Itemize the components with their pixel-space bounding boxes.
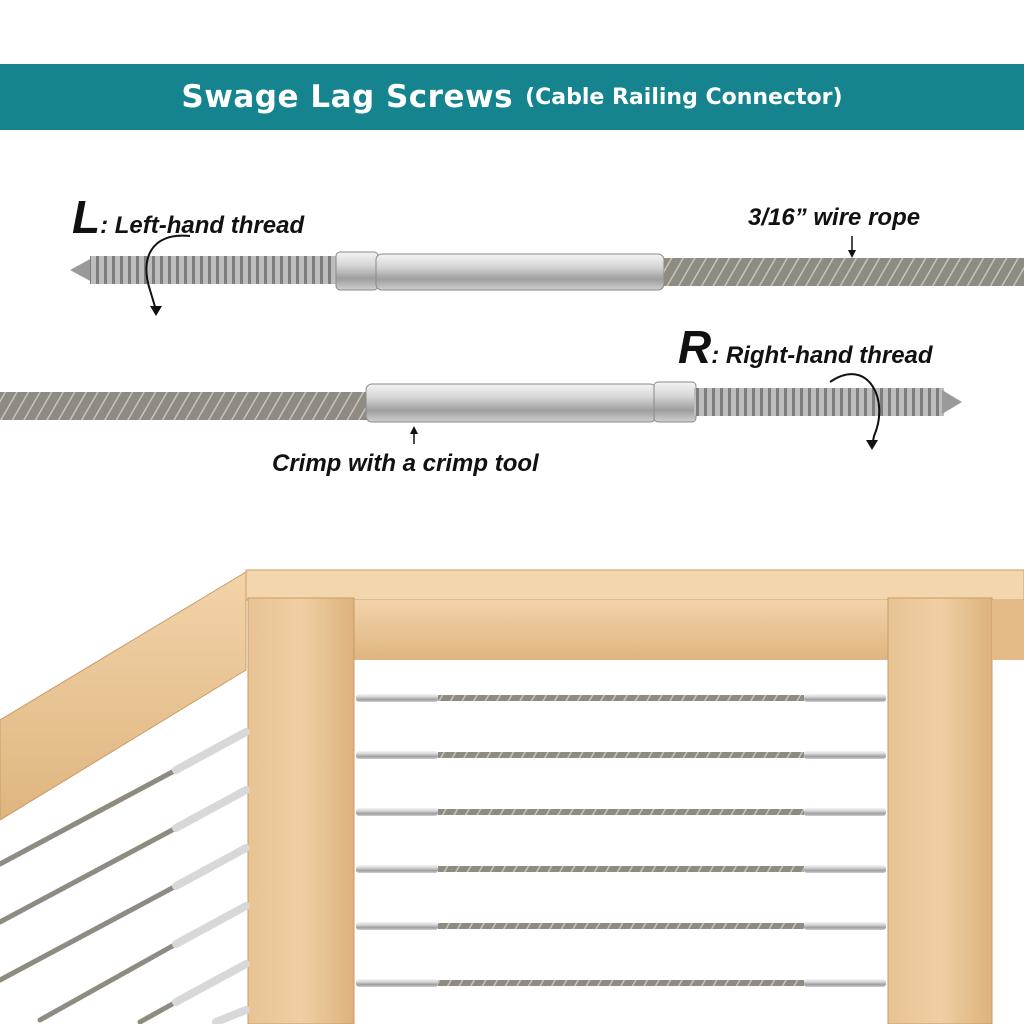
wire-rope-label: 3/16” wire rope (748, 204, 921, 231)
cable-row (356, 751, 886, 759)
left-hand-text: : Left-hand thread (100, 212, 305, 239)
screw-thread-right (694, 388, 944, 416)
rotation-arrow-left (145, 234, 191, 311)
cable-row (356, 922, 886, 930)
left-hand-swage-assembly (70, 234, 1024, 316)
rail-extension (992, 600, 1024, 660)
banner-title: Swage Lag Screws (181, 79, 514, 115)
right-hand-text: : Right-hand thread (711, 342, 933, 369)
swage-body-left (375, 253, 665, 291)
crimp-label: Crimp with a crimp tool (272, 450, 539, 477)
right-hand-label: R: Right-hand thread (678, 320, 933, 374)
cable-railing-scene (0, 569, 1024, 1024)
swage-body-right (365, 383, 657, 423)
wire-rope-bottom (0, 392, 370, 420)
hex-nut-left (335, 251, 379, 291)
right-hand-swage-assembly (0, 373, 962, 450)
left-letter: L (72, 191, 101, 243)
cable-row (356, 865, 886, 873)
top-rail (245, 569, 1024, 601)
cable-row (356, 979, 886, 987)
right-letter: R (678, 321, 712, 373)
rotation-arrow-right (829, 373, 881, 447)
hex-nut-right (653, 381, 697, 423)
left-hand-label: L: Left-hand thread (72, 190, 304, 244)
screw-tip-left (70, 258, 92, 282)
stair-handrail (0, 571, 247, 821)
screw-thread-left (90, 256, 340, 284)
wire-rope-top (664, 258, 1024, 286)
horizontal-cables (356, 694, 886, 987)
cable-row (356, 694, 886, 702)
cable-row (356, 808, 886, 816)
title-banner: Swage Lag Screws (Cable Railing Connecto… (0, 64, 1024, 130)
post-right (887, 597, 993, 1024)
screw-tip-right (942, 390, 962, 414)
post-left (247, 597, 355, 1024)
stair-cables (0, 728, 250, 1024)
banner-subtitle: (Cable Railing Connector) (525, 84, 843, 110)
